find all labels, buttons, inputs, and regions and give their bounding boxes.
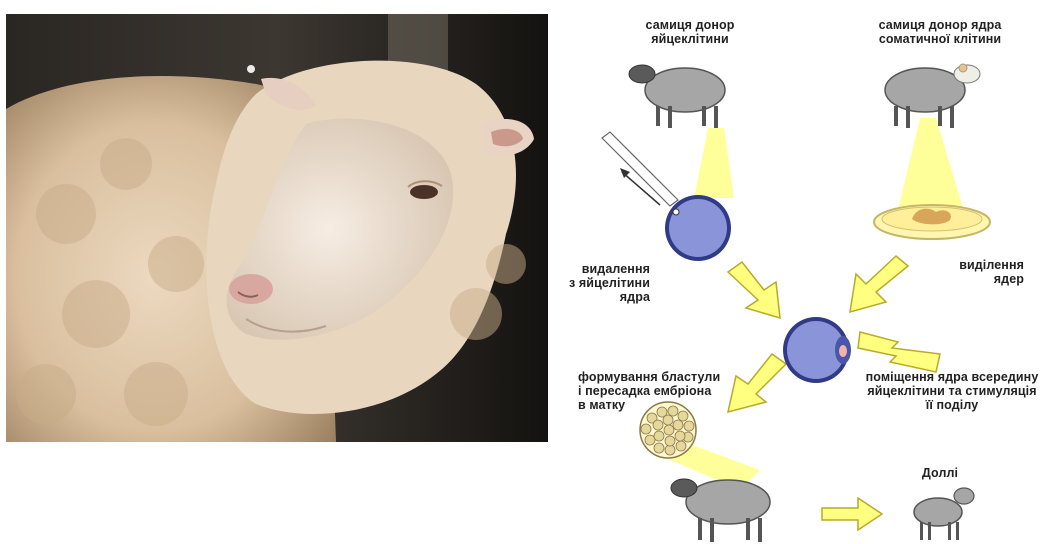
label-removal: видалення з яйцелітини ядра xyxy=(560,262,650,304)
label-dolly: Доллі xyxy=(910,466,970,480)
cloning-diagram: самиця донор яйцеклітини самиця донор яд… xyxy=(560,0,1057,544)
sheep-egg-donor-icon xyxy=(629,65,725,128)
label-egg-donor: самиця донор яйцеклітини xyxy=(620,18,760,46)
lightning-icon xyxy=(858,332,940,372)
label-nucleus-donor: самиця донор ядра соматичної клітини xyxy=(860,18,1020,46)
label-blastula: формування бластули і пересадка ембріона… xyxy=(578,370,758,412)
petri-dish-icon xyxy=(874,205,990,239)
pipette-icon xyxy=(602,132,678,206)
label-isolation: виділення ядер xyxy=(940,258,1024,286)
arrow-from-dish xyxy=(850,256,908,312)
sheep-surrogate-icon xyxy=(671,479,770,542)
beam-left-sheep xyxy=(694,128,734,198)
egg-cell-icon xyxy=(665,195,731,261)
beam-right-sheep xyxy=(896,118,966,218)
arrow-to-dolly xyxy=(822,498,882,530)
label-placement: поміщення ядра всередину яйцеклітини та … xyxy=(852,370,1052,412)
arrow-from-egg xyxy=(728,262,780,318)
dolly-lamb-icon xyxy=(914,488,974,540)
fused-cell-icon xyxy=(783,317,851,383)
sheep-photo xyxy=(6,14,548,442)
